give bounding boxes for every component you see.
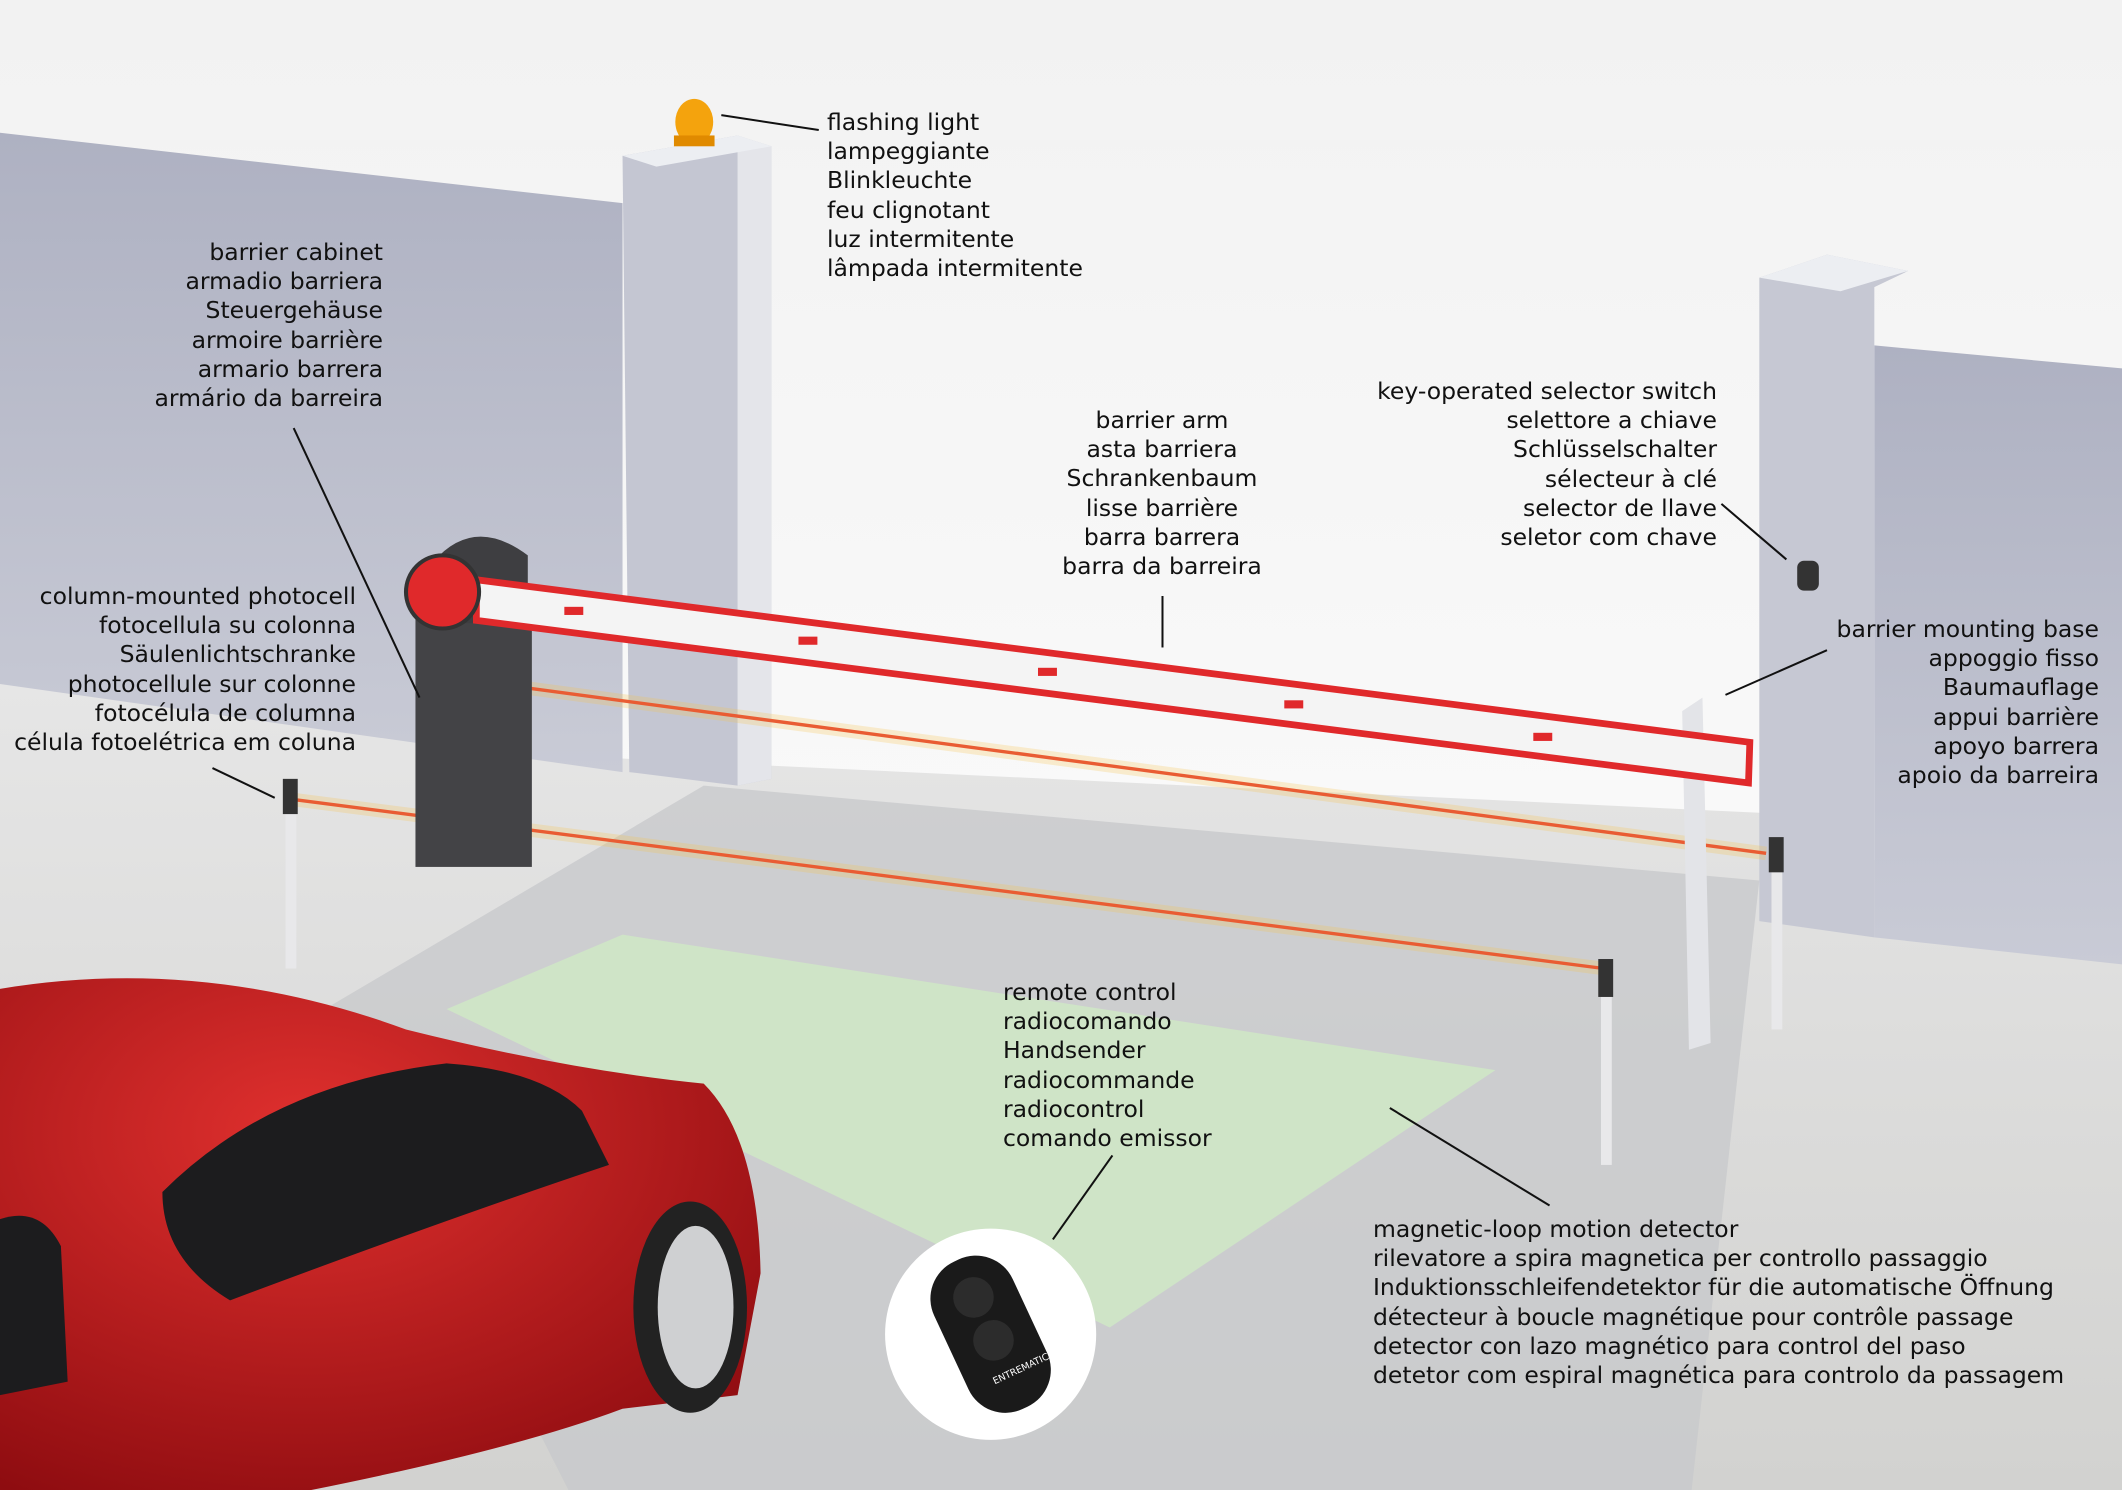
label-line: selector de llave bbox=[1522, 493, 1717, 522]
label-line: comando emissor bbox=[1003, 1124, 1212, 1153]
label-line: barrier arm bbox=[1095, 406, 1229, 434]
label-line: célula fotoelétrica em coluna bbox=[14, 728, 356, 757]
label-line: luz intermitente bbox=[827, 224, 1015, 253]
label-line: Induktionsschleifendetektor für die auto… bbox=[1373, 1273, 2054, 1302]
label-photocell: column-mounted photocell fotocellula su … bbox=[14, 582, 356, 757]
label-line: barra da barreira bbox=[1062, 552, 1262, 581]
label-key-selector: key-operated selector switch selettore a… bbox=[1377, 377, 1717, 552]
label-remote-control: remote control radiocomando Handsender r… bbox=[1003, 978, 1212, 1153]
label-line: column-mounted photocell bbox=[39, 582, 356, 610]
key-selector-switch bbox=[1797, 560, 1819, 591]
barrier-cabinet bbox=[415, 596, 532, 867]
label-flashing-light: flashing light lampeggiante Blinkleuchte… bbox=[827, 108, 1083, 283]
barrier-mounting-base bbox=[1682, 697, 1711, 1050]
label-line: radiocontrol bbox=[1003, 1094, 1145, 1123]
label-line: Baumauflage bbox=[1942, 673, 2099, 702]
label-line: armario barrera bbox=[197, 354, 383, 383]
right-wall bbox=[1874, 345, 2122, 965]
label-line: lampeggiante bbox=[827, 137, 990, 166]
label-line: radiocommande bbox=[1003, 1065, 1195, 1094]
label-line: detector con lazo magnético para control… bbox=[1373, 1331, 1966, 1360]
label-line: flashing light bbox=[827, 108, 980, 136]
photocell-post bbox=[1600, 961, 1612, 1165]
label-line: seletor com chave bbox=[1500, 523, 1717, 552]
label-line: armadio barriera bbox=[185, 267, 383, 296]
label-line: armoire barrière bbox=[191, 325, 383, 354]
label-line: asta barriera bbox=[1086, 435, 1238, 464]
right-pillar bbox=[1759, 254, 1909, 938]
label-line: lisse barrière bbox=[1085, 493, 1239, 522]
label-line: appoggio fisso bbox=[1928, 644, 2100, 673]
label-line: Handsender bbox=[1003, 1036, 1146, 1065]
label-line: selettore a chiave bbox=[1506, 406, 1717, 435]
photocell-post bbox=[1771, 839, 1783, 1030]
label-line: fotocélula de columna bbox=[94, 698, 356, 727]
label-line: photocellule sur colonne bbox=[67, 669, 356, 698]
label-line: remote control bbox=[1003, 978, 1177, 1006]
label-magnetic-loop: magnetic-loop motion detector rilevatore… bbox=[1373, 1215, 2064, 1390]
label-line: sélecteur à clé bbox=[1544, 464, 1717, 493]
label-barrier-cabinet: barrier cabinet armadio barriera Steuerg… bbox=[154, 238, 383, 413]
label-line: feu clignotant bbox=[827, 195, 990, 224]
label-line: lâmpada intermitente bbox=[827, 254, 1083, 283]
flashing-light bbox=[675, 98, 714, 145]
label-line: Schlüsselschalter bbox=[1513, 435, 1717, 464]
label-line: rilevatore a spira magnetica per control… bbox=[1373, 1244, 1988, 1273]
label-line: barra barrera bbox=[1083, 522, 1241, 551]
label-line: apoyo barrera bbox=[1933, 731, 2099, 760]
label-line: magnetic-loop motion detector bbox=[1373, 1215, 1739, 1243]
label-barrier-arm: barrier arm asta barriera Schrankenbaum … bbox=[1012, 406, 1312, 581]
label-line: barrier mounting base bbox=[1836, 615, 2099, 643]
photocell-post bbox=[285, 778, 297, 969]
label-line: Steuergehäuse bbox=[205, 296, 383, 325]
label-line: barrier cabinet bbox=[209, 238, 383, 266]
label-line: appui barrière bbox=[1933, 702, 2099, 731]
label-line: apoio da barreira bbox=[1897, 761, 2099, 790]
label-line: radiocomando bbox=[1003, 1007, 1172, 1036]
label-line: Säulenlichtschranke bbox=[119, 640, 356, 669]
label-line: Schrankenbaum bbox=[1066, 464, 1258, 493]
label-line: fotocellula su colonna bbox=[99, 611, 356, 640]
label-line: détecteur à boucle magnétique pour contr… bbox=[1373, 1302, 2014, 1331]
label-line: key-operated selector switch bbox=[1377, 377, 1717, 405]
leader-lines bbox=[212, 114, 1828, 1240]
label-mounting-base: barrier mounting base appoggio fisso Bau… bbox=[1837, 615, 2099, 790]
label-line: detetor com espiral magnética para contr… bbox=[1373, 1361, 2065, 1390]
label-line: armário da barreira bbox=[154, 384, 383, 413]
label-line: Blinkleuchte bbox=[827, 166, 973, 195]
magnetic-loop-area bbox=[446, 934, 1496, 1328]
